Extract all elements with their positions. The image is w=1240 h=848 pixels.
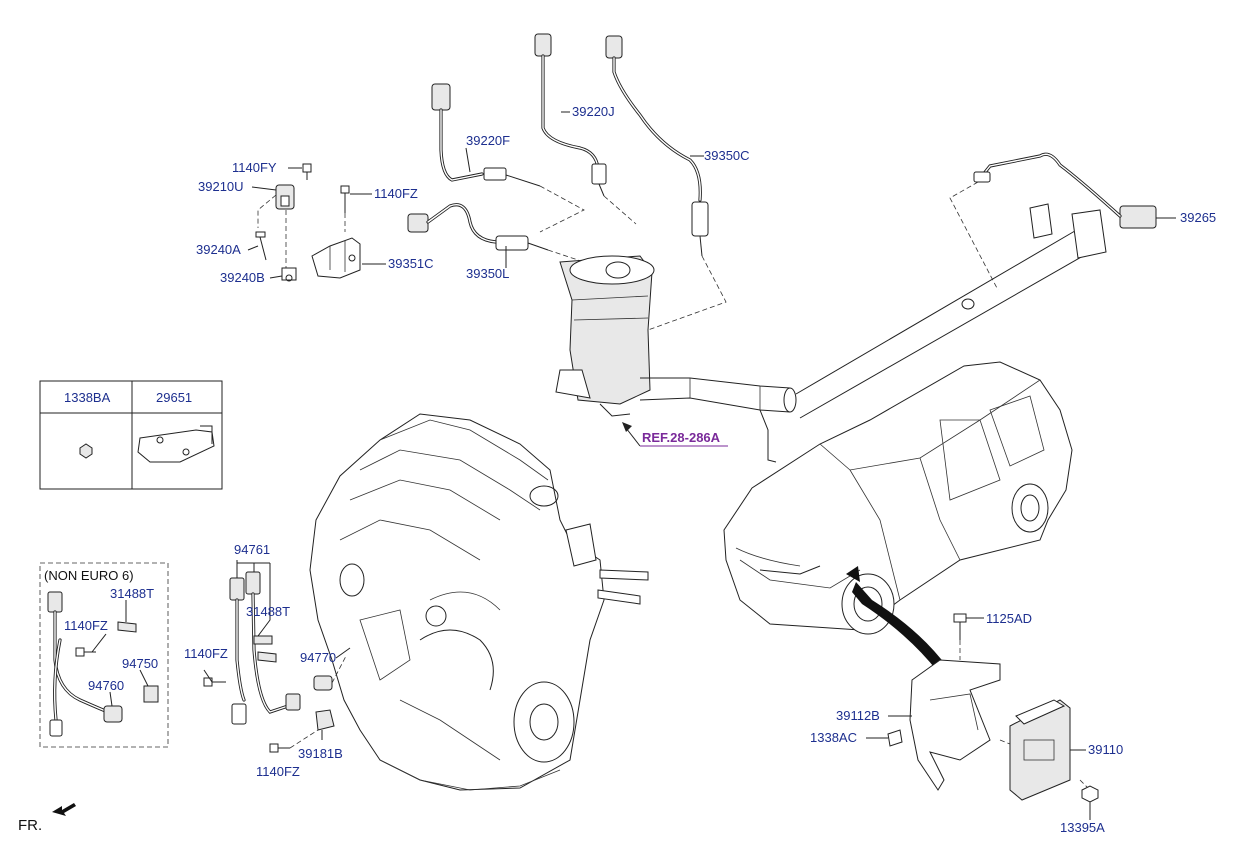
label-39240A: 39240A [196,242,241,257]
bracket-icon [137,429,215,463]
label-39350C: 39350C [704,148,750,163]
label-39350L: 39350L [466,266,509,281]
pressure-sensor-harness [203,571,347,753]
label-39210U: 39210U [198,179,244,194]
label-39351C: 39351C [388,256,434,271]
label-1125AD: 1125AD [986,611,1032,626]
label-31488T-mid: 31488T [246,604,290,619]
label-39265: 39265 [1180,210,1216,225]
label-39181B: 39181B [298,746,343,761]
label-39112B: 39112B [836,708,880,723]
vehicle-illustration [723,361,1073,672]
engine-illustration [309,413,649,791]
non-euro6-title: (NON EURO 6) [44,568,134,583]
label-1140FZ-top: 1140FZ [374,186,418,201]
front-arrow-icon [52,803,76,816]
label-1140FY: 1140FY [232,160,277,175]
table-header-29651: 29651 [156,390,192,405]
nut-icon [79,443,93,459]
dpf-assembly [555,152,1157,463]
label-94760: 94760 [88,678,124,693]
non-euro6-box [39,562,169,748]
table-header-1338BA: 1338BA [64,390,111,405]
label-31488T-box: 31488T [110,586,154,601]
parts-table [39,380,223,490]
label-39220J: 39220J [572,104,615,119]
label-1338AC: 1338AC [810,730,857,745]
label-1140FZ-box: 1140FZ [64,618,108,633]
label-13395A: 13395A [1060,820,1105,835]
label-1140FZ-bot: 1140FZ [256,764,300,779]
label-39240B: 39240B [220,270,265,285]
front-direction-indicator: FR. [18,803,76,834]
ecu-group [887,613,1099,803]
label-39220F: 39220F [466,133,510,148]
exhaust-sensors [407,33,727,331]
leader-lines [91,111,1176,820]
front-label: FR. [18,817,42,834]
part-labels: 1140FY 39210U 1140FZ 39240A 39240B 39351… [44,104,1216,835]
label-ref-28-286A[interactable]: REF.28-286A [642,430,721,445]
label-94761: 94761 [234,542,270,557]
cam-sensor-group [255,163,361,282]
label-1140FZ-mid: 1140FZ [184,646,228,661]
label-94770: 94770 [300,650,336,665]
label-94750: 94750 [122,656,158,671]
label-39110: 39110 [1088,742,1123,757]
